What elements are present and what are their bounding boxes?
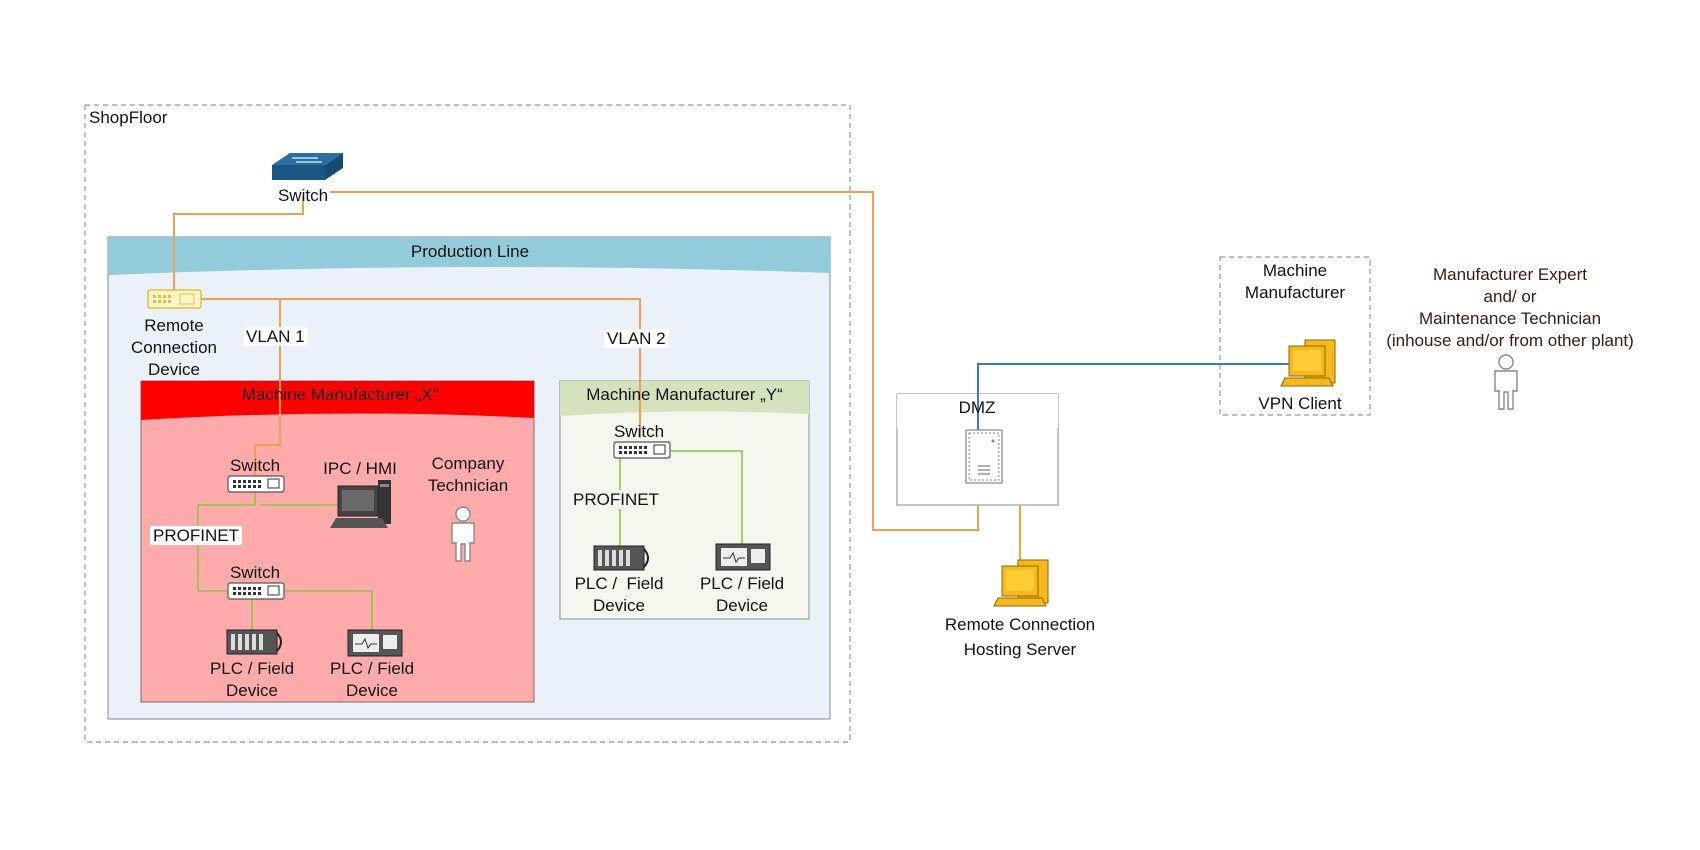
y-plc-2-icon — [715, 543, 771, 571]
x-plc-2-line-1: PLC / Field — [329, 659, 415, 678]
dmz-title: DMZ — [958, 398, 996, 417]
y-plc-2-line-1: PLC / Field — [699, 574, 785, 593]
vlan2-text: VLAN 2 — [604, 329, 669, 348]
y-switch-label: Switch — [613, 422, 665, 441]
vlan1-text: VLAN 1 — [243, 327, 308, 346]
top-switch-label: Switch — [277, 186, 329, 205]
expert-line-3: Maintenance Technician — [1418, 309, 1602, 328]
shopfloor-zone — [84, 104, 851, 743]
x-plc-2-label: PLC / Field Device — [322, 658, 422, 702]
y-plc-1-icon — [593, 545, 649, 571]
y-plc-2-line-2: Device — [716, 596, 768, 615]
remote-connection-device-label: Remote Connection Device — [124, 315, 224, 381]
x-plc-1-icon — [226, 629, 282, 655]
manufacturer-expert-icon — [1494, 354, 1518, 410]
rcd-line-1: Remote — [144, 316, 204, 335]
y-switch-icon — [613, 441, 671, 459]
profinet-y-text: PROFINET — [570, 490, 662, 509]
x-plc-1-line-2: Device — [226, 681, 278, 700]
expert-line-2: and/ or — [1483, 287, 1537, 306]
vpn-client-icon — [1280, 339, 1336, 387]
x-plc-1-line-1: PLC / Field — [209, 659, 295, 678]
x-switch-1-label: Switch — [229, 456, 281, 475]
vpn-client-label: VPN Client — [1258, 394, 1342, 413]
machine-manufacturer-zone — [1219, 256, 1371, 416]
vpn-link — [977, 363, 1300, 436]
profinet-x-text: PROFINET — [150, 526, 242, 545]
expert-line-1: Manufacturer Expert — [1432, 265, 1587, 284]
machine-manufacturer-line-1: Machine — [1262, 261, 1328, 280]
expert-line-4: (inhouse and/or from other plant) — [1386, 331, 1634, 350]
hosting-server-line-1: Remote Connection — [944, 615, 1096, 634]
profinet-y-label: PROFINET — [570, 489, 662, 511]
manufacturer-expert-label: Manufacturer Expert and/ or Maintenance … — [1360, 264, 1660, 352]
x-plc-2-line-2: Device — [346, 681, 398, 700]
company-technician-icon — [451, 506, 475, 562]
orange-links — [173, 191, 1021, 565]
ipc-hmi-label: IPC / HMI — [323, 459, 397, 478]
production-line-title: Production Line — [410, 242, 530, 261]
dmz-server-icon — [965, 429, 1003, 484]
machine-manufacturer-title: Machine Manufacturer — [1222, 260, 1368, 304]
company-technician-label: Company Technician — [418, 453, 518, 497]
manufacturer-y-title: Machine Manufacturer „Y“ — [586, 385, 783, 404]
technician-line-1: Company — [431, 454, 505, 473]
machine-manufacturer-line-2: Manufacturer — [1244, 283, 1346, 302]
rcd-line-3: Device — [148, 360, 200, 379]
x-plc-2-icon — [347, 629, 403, 657]
hosting-server-line-2: Hosting Server — [963, 640, 1077, 659]
x-switch-2-label: Switch — [229, 563, 281, 582]
shopfloor-label: ShopFloor — [89, 108, 168, 127]
y-plc-2-label: PLC / Field Device — [692, 573, 792, 617]
y-plc-1-label: PLC / Field Device — [566, 573, 672, 617]
manufacturer-x-title: Machine Manufacturer „X“ — [241, 385, 439, 404]
x-switch-2-icon — [227, 582, 285, 600]
rcd-line-2: Connection — [130, 338, 217, 357]
hosting-server-icon — [993, 559, 1049, 607]
hosting-server-label: Remote Connection Hosting Server — [930, 612, 1110, 662]
x-plc-1-label: PLC / Field Device — [202, 658, 302, 702]
profinet-x-label: PROFINET — [150, 525, 242, 547]
x-switch-1-icon — [227, 475, 285, 493]
vlan1-label: VLAN 1 — [243, 326, 308, 348]
ipc-hmi-icon — [330, 480, 391, 528]
top-switch-icon — [272, 153, 343, 180]
y-plc-1-line-1: PLC / Field — [574, 574, 664, 593]
technician-line-2: Technician — [427, 476, 509, 495]
remote-connection-device-icon — [147, 289, 202, 309]
y-plc-1-line-2: Device — [593, 596, 645, 615]
vlan2-label: VLAN 2 — [604, 328, 669, 350]
